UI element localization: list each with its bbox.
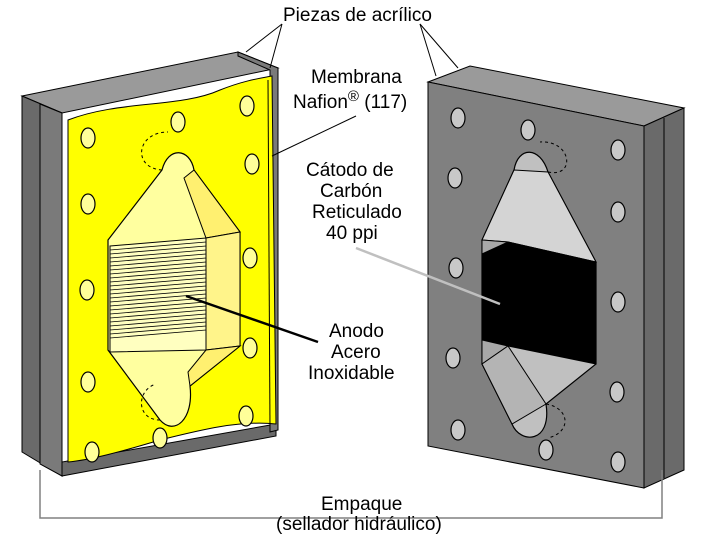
bolt-hole [79, 279, 95, 301]
membrane-callout [271, 115, 357, 157]
bolt-hole [242, 337, 258, 359]
anode-mesh-lines [109, 241, 207, 339]
gasket-label-line2: (sellador hidráulico) [276, 514, 442, 535]
anode-label-line3: Inoxidable [308, 363, 395, 384]
anode-label-line2: Acero [331, 342, 381, 363]
bolt-hole [450, 419, 466, 441]
cathode-carbon-block [481, 241, 597, 365]
left-acrylic-edge [39, 103, 63, 477]
membrane-grade: (117) [359, 92, 407, 113]
anode-chamber-wall [205, 231, 241, 351]
gasket-label-line1: Empaque [321, 494, 402, 515]
bolt-hole [80, 193, 96, 215]
bolt-hole [80, 371, 96, 393]
anode-label-line1: Anodo [329, 321, 384, 342]
bolt-hole [242, 247, 258, 269]
bolt-hole [80, 127, 96, 149]
bolt-hole [239, 95, 255, 117]
right-cell-half [426, 65, 686, 489]
bolt-hole [610, 451, 626, 473]
left-cell-half [20, 51, 280, 477]
anode-port-dashed-top [141, 131, 169, 171]
anode-mesh-plate [109, 237, 207, 353]
bolt-hole [152, 427, 168, 449]
callout-lines [39, 23, 663, 519]
bolt-hole [450, 107, 466, 129]
labels: Piezas de acrílico Membrana Nafion® (117… [276, 5, 442, 535]
gasket-bracket [39, 470, 663, 519]
acrylic-callout-right [419, 23, 437, 77]
bolt-hole [520, 119, 536, 141]
cathode-port-dashed-bottom [545, 403, 566, 439]
bolt-hole [610, 201, 626, 223]
anode-chamber-wall [187, 345, 242, 387]
acrylic-label: Piezas de acrílico [283, 5, 432, 26]
membrane-holes [79, 95, 260, 463]
bolt-hole [170, 111, 186, 133]
acrylic-callout-left-2 [269, 23, 283, 69]
membrane-name: Nafion [293, 92, 348, 113]
bolt-hole [448, 257, 464, 279]
membrane-fold-line [267, 79, 271, 429]
cathode-label-line2: Carbón [320, 181, 382, 202]
bolt-hole [238, 405, 254, 427]
membrane-label-line1: Membrana [311, 67, 402, 88]
cathode-label-line1: Cátodo de [306, 160, 394, 181]
anode-callout [185, 294, 319, 344]
acrylic-callout-right-2 [419, 23, 459, 69]
membrane-label-line2: Nafion® (117) [293, 88, 407, 113]
bolt-hole [445, 347, 461, 369]
anode-mesh [109, 237, 207, 353]
bolt-hole [610, 139, 626, 161]
cathode-label-line4: 40 ppi [326, 223, 378, 244]
cathode-port-dashed-top [539, 141, 567, 174]
bolt-hole [244, 153, 260, 175]
bolt-hole [610, 291, 626, 313]
cathode-label-line3: Reticulado [312, 202, 402, 223]
acrylic-callout-left [245, 23, 283, 53]
bolt-hole [84, 441, 100, 463]
bolt-hole [538, 439, 554, 461]
anode-port-dashed-bottom [141, 383, 161, 421]
bolt-hole [609, 381, 625, 403]
right-plate-holes [445, 107, 626, 473]
cathode-callout [355, 246, 501, 306]
bolt-hole [447, 167, 463, 189]
registered-mark: ® [348, 88, 359, 105]
